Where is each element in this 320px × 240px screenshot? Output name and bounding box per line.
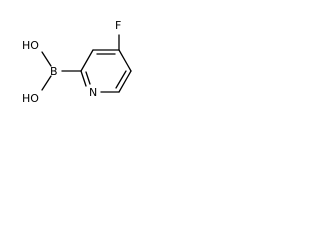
hydroxyl-bottom-label: HO xyxy=(22,92,39,105)
ring-bond-c2-c3 xyxy=(80,49,94,72)
ring-bond-c4-c5 xyxy=(118,49,132,72)
boron-atom-label: B xyxy=(50,65,58,78)
bond-b-oh-bottom xyxy=(41,75,52,91)
ring-bond-c5-c6-inner xyxy=(115,70,127,89)
chemical-structure: F N B HO HO xyxy=(22,19,132,105)
ring-bond-n-c2 xyxy=(80,70,87,87)
bond-b-oh-top xyxy=(41,51,52,67)
nitrogen-atom-label: N xyxy=(89,86,97,99)
hydroxyl-top-label: HO xyxy=(22,39,39,52)
fluorine-atom-label: F xyxy=(115,19,121,32)
ring-bond-c5-c6 xyxy=(118,70,132,93)
ring-bond-n-c2-inner xyxy=(85,71,91,85)
